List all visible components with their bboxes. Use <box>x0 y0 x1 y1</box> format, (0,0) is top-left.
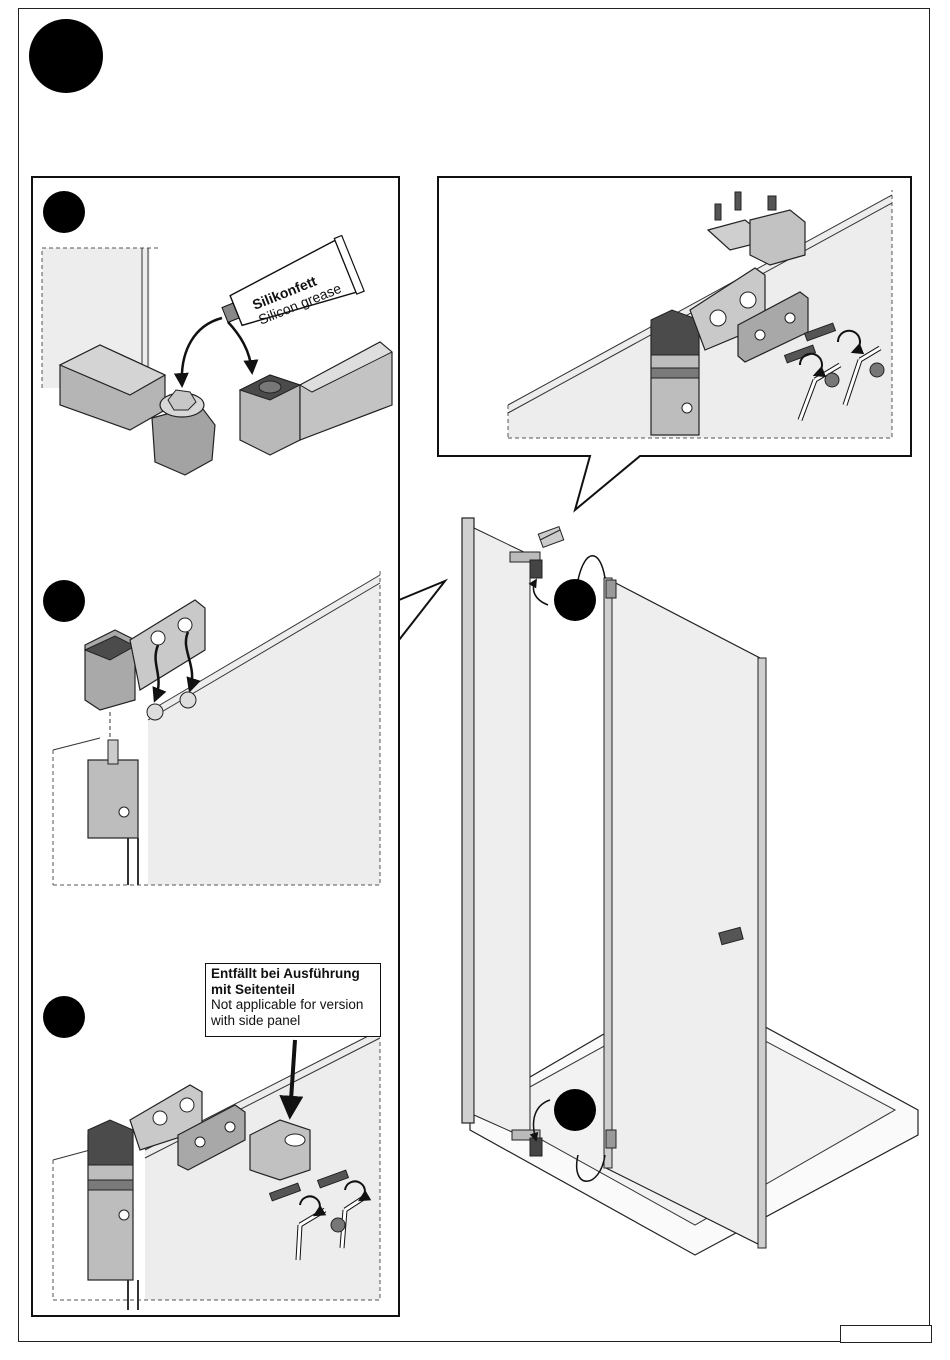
note-en-line2: with side panel <box>211 1013 375 1029</box>
note-de-line2: mit Seitenteil <box>211 982 375 998</box>
shower-enclosure <box>462 518 918 1255</box>
note-en-line1: Not applicable for version <box>211 997 375 1013</box>
side-panel-note: Entfällt bei Ausführung mit Seitenteil N… <box>205 963 381 1037</box>
note-de-line1: Entfällt bei Ausführung <box>211 966 375 982</box>
main-step-marker <box>29 19 103 93</box>
page-reference-box <box>840 1325 932 1343</box>
step-c-marker <box>43 996 85 1038</box>
step-b-marker <box>43 580 85 622</box>
step-b-callout-marker <box>554 579 596 621</box>
step-a-marker <box>43 191 85 233</box>
step-c-callout-marker <box>554 1089 596 1131</box>
